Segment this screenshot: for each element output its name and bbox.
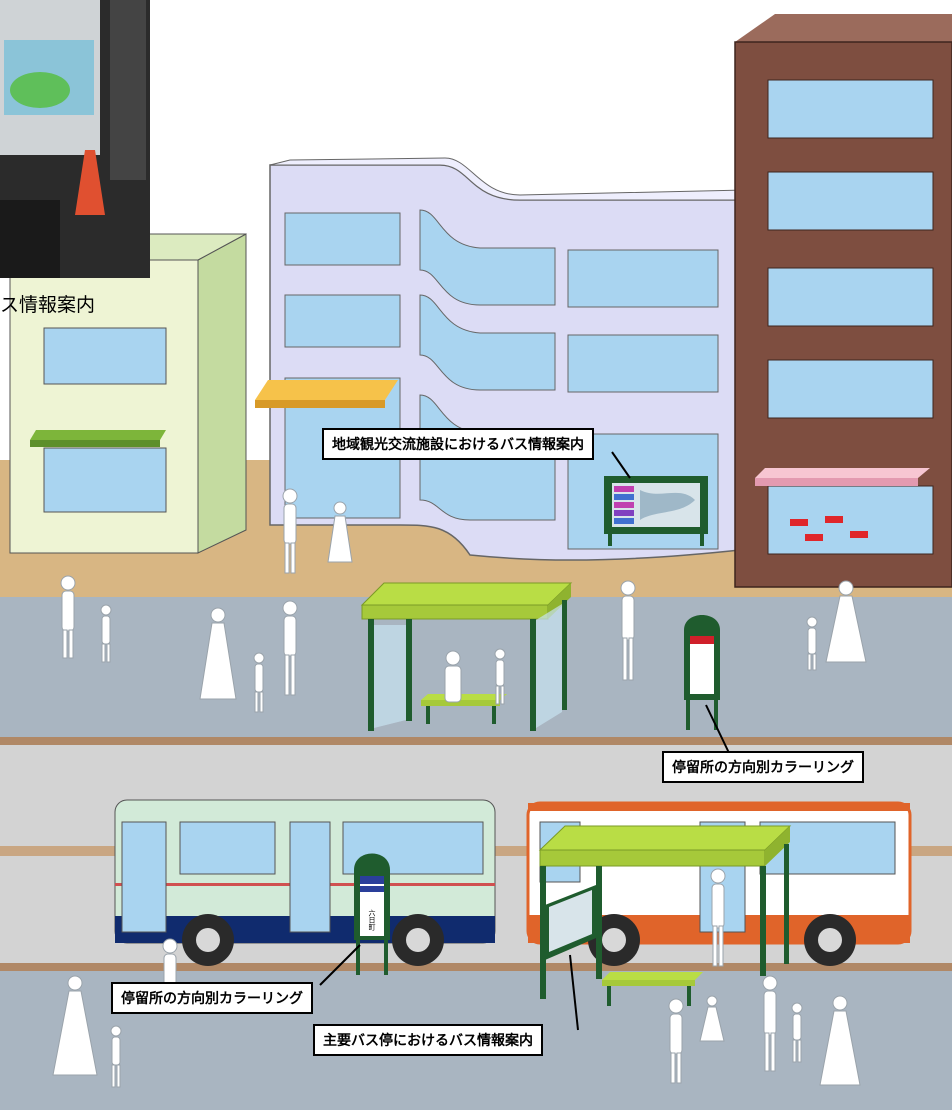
person xyxy=(327,501,353,563)
person xyxy=(110,1025,122,1088)
person xyxy=(282,488,298,574)
person xyxy=(806,616,818,671)
lower-bus-shelter xyxy=(538,825,792,1006)
person xyxy=(60,575,76,659)
person xyxy=(699,995,725,1042)
person xyxy=(52,975,98,1076)
pedestrians xyxy=(52,488,867,1088)
person xyxy=(199,607,237,700)
person xyxy=(444,650,462,703)
upper-stop-callout-leader xyxy=(705,704,731,756)
person xyxy=(253,652,265,713)
person xyxy=(791,1002,803,1063)
upper-sidewalk xyxy=(0,597,952,737)
stop-color-ring-callout-lower: 停留所の方向別カラーリング xyxy=(111,982,313,1014)
person xyxy=(710,868,726,967)
person xyxy=(762,975,778,1072)
bus-info-photo xyxy=(0,0,150,278)
person xyxy=(100,604,112,663)
lower-stop-callout-leader xyxy=(319,944,361,986)
facility-callout-leader xyxy=(611,451,631,479)
curb-line xyxy=(0,737,952,745)
main-stop-info-callout: 主要バス停におけるバス情報案内 xyxy=(313,1024,543,1056)
person xyxy=(620,580,636,681)
upper-stop-pole xyxy=(684,615,720,730)
facility-info-callout: 地域観光交流施設におけるバス情報案内 xyxy=(322,428,594,460)
brown-tower xyxy=(734,14,952,588)
person xyxy=(825,580,867,663)
upper-bus-shelter xyxy=(360,582,573,731)
person xyxy=(668,998,684,1084)
curb-line-lower xyxy=(0,963,952,971)
left-building xyxy=(9,233,247,554)
stop-color-ring-callout-upper: 停留所の方向別カラーリング xyxy=(662,751,864,783)
facility-info-board xyxy=(604,476,708,546)
center-building xyxy=(255,157,746,561)
person xyxy=(494,648,506,705)
bus-blue xyxy=(114,799,496,966)
person xyxy=(819,995,861,1086)
person xyxy=(282,600,298,696)
bus-stop-name-sign: 六日町 xyxy=(368,909,376,931)
photo-caption: ス情報案内 xyxy=(0,294,96,316)
main-stop-callout-leader xyxy=(569,954,579,1031)
lower-stop-pole: 六日町 xyxy=(354,853,390,975)
